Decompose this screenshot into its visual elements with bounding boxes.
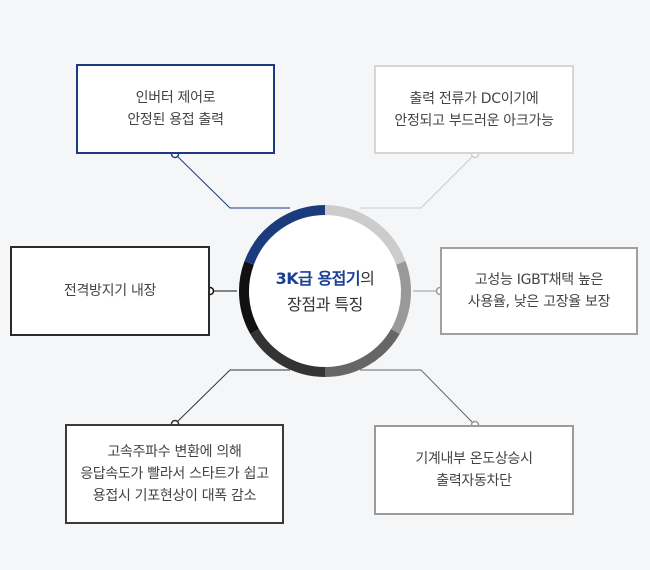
center-title-suffix: 의 <box>360 269 375 288</box>
connector-top-right <box>360 153 476 209</box>
feature-text: 고속주파수 변환에 의해 <box>107 444 242 460</box>
center-title-accent: 3K급 용접기 <box>275 269 361 288</box>
feature-box-bottom-right: 기계내부 온도상승시 출력자동차단 <box>374 425 574 515</box>
feature-text: 전격방지기 내장 <box>63 283 157 299</box>
feature-text: 용접시 기포현상이 대폭 감소 <box>92 488 257 504</box>
ring-segment-black <box>238 261 260 334</box>
feature-text: 기계내부 온도상승시 <box>415 451 533 467</box>
feature-box-middle-left: 전격방지기 내장 <box>10 246 210 336</box>
feature-box-top-right: 출력 전류가 DC이기에 안정되고 부드러운 아크가능 <box>374 65 574 154</box>
feature-box-top-left: 인버터 제어로 안정된 용접 출력 <box>76 64 275 154</box>
center-title-line1: 3K급 용접기의 <box>276 266 375 292</box>
connector-bottom-left <box>174 369 290 425</box>
connector-top-left <box>174 153 290 209</box>
ring-segment-dark-gray <box>324 328 400 378</box>
feature-text: 사용율, 낮은 고장율 보장 <box>467 294 611 310</box>
feature-text: 안정된 용접 출력 <box>127 112 224 128</box>
feature-text: 고성능 IGBT채택 높은 <box>474 272 604 288</box>
center-circle <box>245 211 405 371</box>
feature-box-bottom-left: 고속주파수 변환에 의해 응답속도가 빨라서 스타트가 쉽고 용접시 기포현상이… <box>65 424 284 524</box>
ring-segment-mid-gray <box>390 261 412 334</box>
feature-text: 안정되고 부드러운 아크가능 <box>394 112 554 129</box>
feature-box-middle-right: 고성능 IGBT채택 높은 사용율, 낮은 고장율 보장 <box>440 247 638 335</box>
ring-segment-charcoal <box>250 328 326 378</box>
center-title: 3K급 용접기의 장점과 특징 <box>255 255 395 329</box>
feature-text: 출력자동차단 <box>436 473 512 489</box>
feature-text: 출력 전류가 DC이기에 <box>409 90 539 107</box>
feature-text: 인버터 제어로 <box>135 90 216 106</box>
ring-segment-light-gray <box>324 205 406 265</box>
feature-text: 응답속도가 빨라서 스타트가 쉽고 <box>80 466 269 482</box>
ring-segment-navy <box>244 205 326 265</box>
center-title-line2: 장점과 특징 <box>287 295 363 314</box>
connector-bottom-right <box>360 369 476 426</box>
